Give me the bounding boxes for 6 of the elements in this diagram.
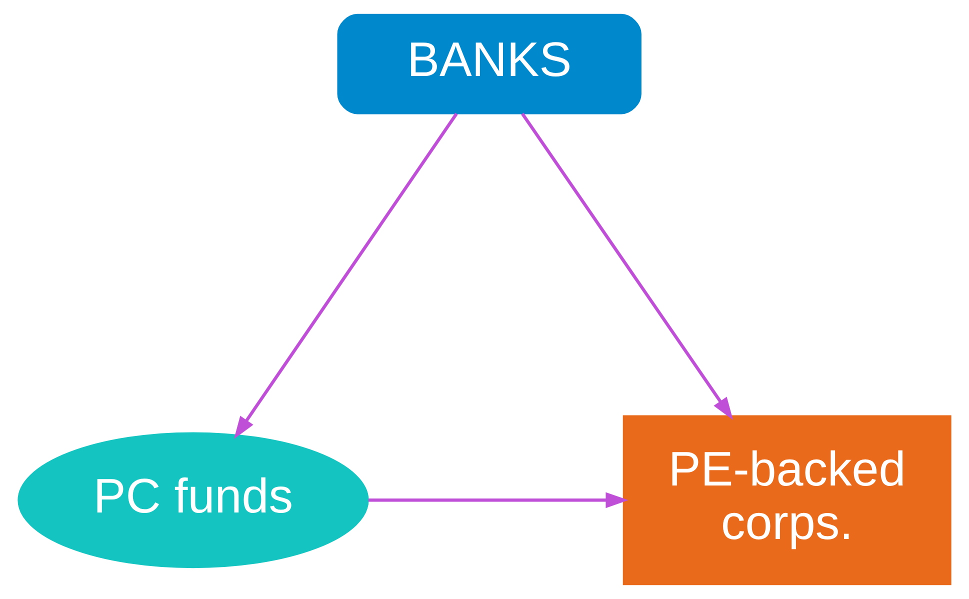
node-box: BANKS [337, 14, 642, 114]
node-box: PE-backed corps. [622, 415, 952, 586]
arrow [234, 112, 458, 439]
node-ellipse: PC funds [18, 432, 369, 568]
arrow [521, 112, 734, 420]
arrow [368, 492, 628, 508]
